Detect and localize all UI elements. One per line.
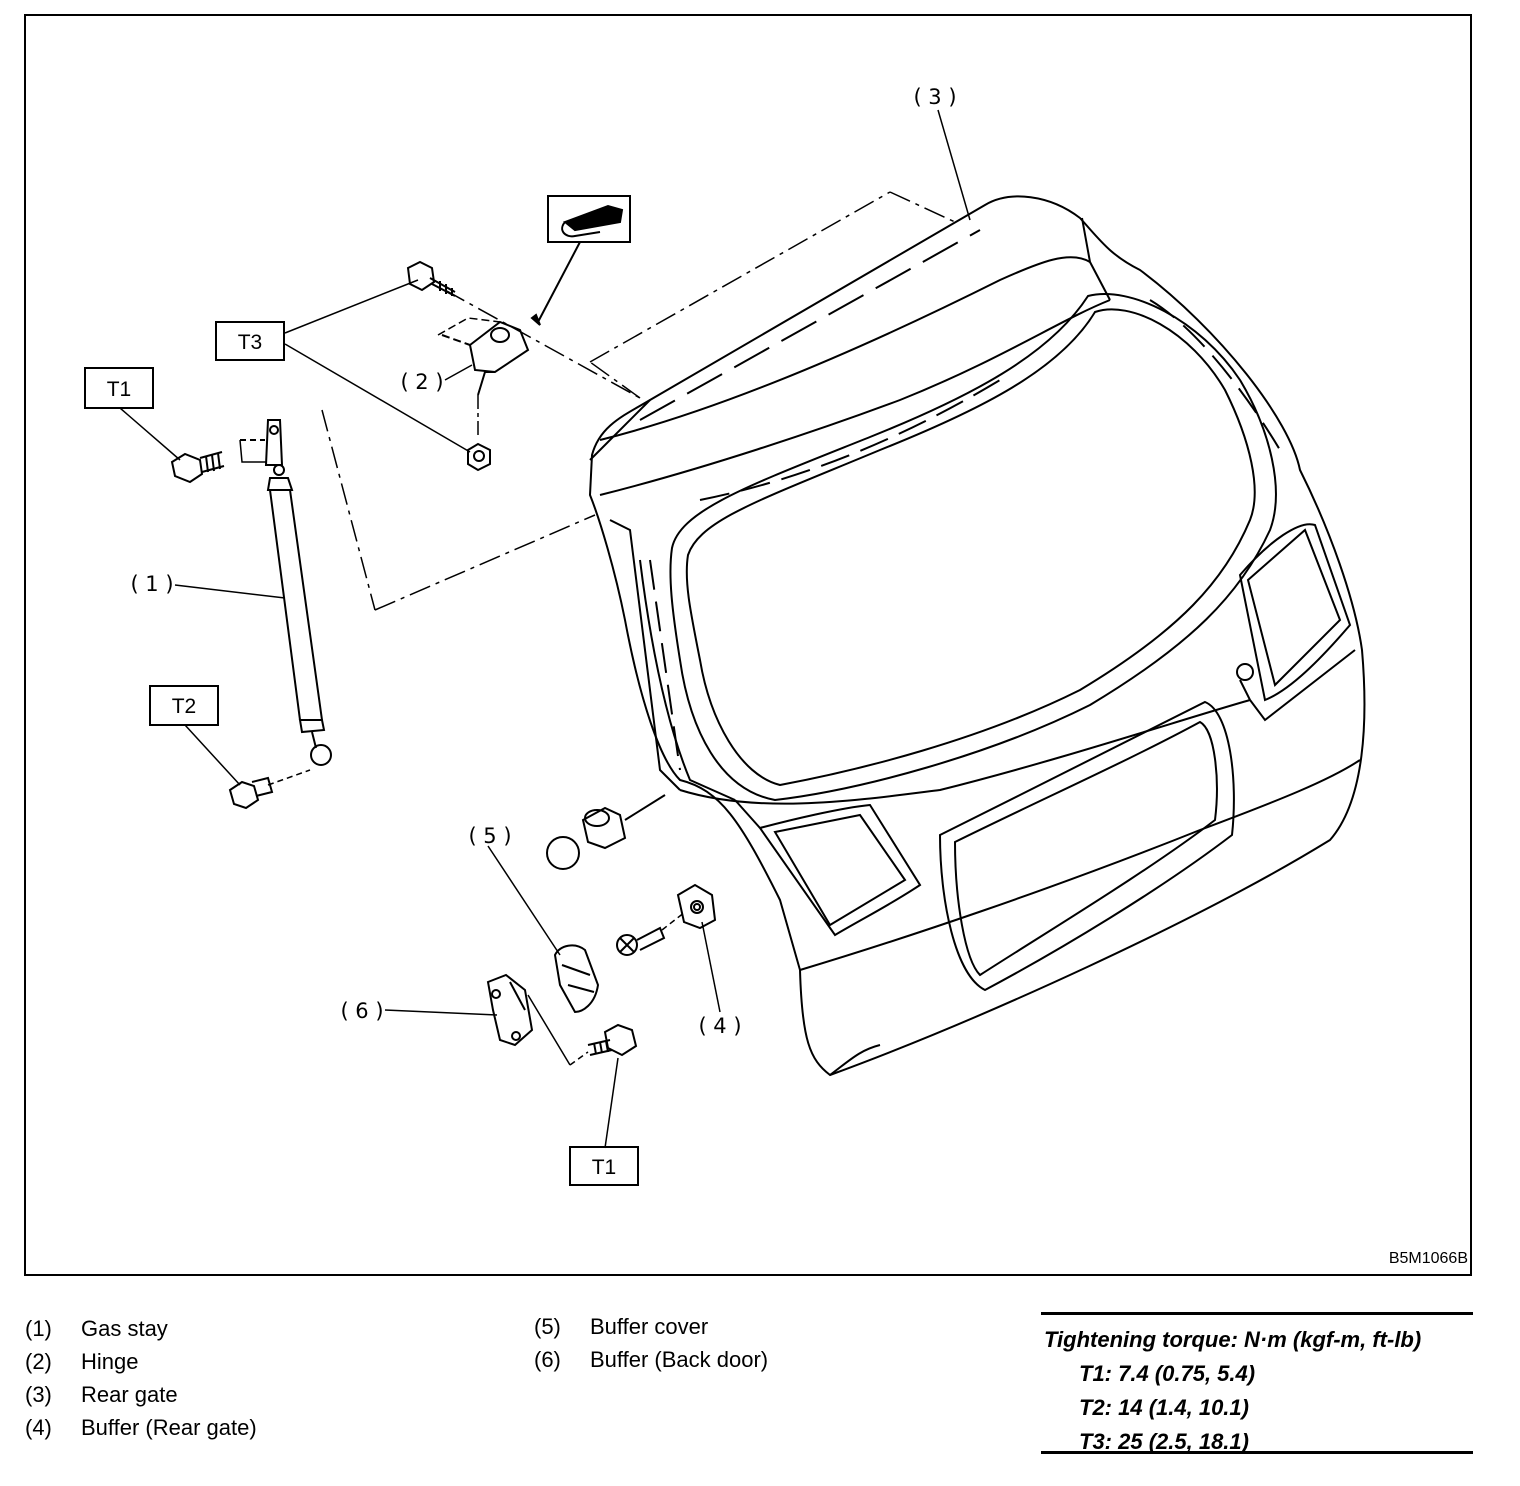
torque-row-t3: T3: 25 (2.5, 18.1) [1079,1429,1249,1454]
parts-legend-left: (1)Gas stay (2)Hinge (3)Rear gate (4)Buf… [25,1312,257,1444]
torque-label-t2: T2 [149,685,219,726]
rear-gate [588,195,1366,1077]
callout-5: ( 5 ) [468,824,511,848]
diagram-frame [24,14,1472,1276]
legend-item: (3)Rear gate [25,1382,178,1407]
leader-lines [119,109,971,1149]
bumper-stopper [546,794,666,870]
diagram-code: B5M1066B [1389,1250,1468,1267]
gas-stay [170,419,332,810]
tightening-torque-table: Tightening torque: N·m (kgf-m, ft-lb) T1… [1041,1312,1473,1454]
torque-label-t1-lower: T1 [569,1146,639,1186]
torque-row-t1: T1: 7.4 (0.75, 5.4) [1079,1361,1256,1386]
buffer-rear-gate [616,883,717,956]
callout-1: ( 1 ) [130,572,173,596]
legend-item: (2)Hinge [25,1349,139,1374]
legend-item: (5)Buffer cover [534,1314,709,1339]
callout-2: ( 2 ) [400,370,443,394]
parts-legend-right: (5)Buffer cover (6)Buffer (Back door) [534,1310,768,1376]
callout-4: ( 4 ) [698,1014,741,1038]
legend-item: (1)Gas stay [25,1316,168,1341]
torque-label-t1-upper: T1 [84,367,154,409]
buffer-back-door [486,973,638,1066]
exploded-view-diagram: T1 T3 T2 T1 ( 3 ) ( 1 ) ( 2 ) ( 5 ) ( 6 … [24,14,1472,1276]
hinge-assembly [406,260,530,472]
reference-lines [321,191,956,611]
callout-6: ( 6 ) [340,999,383,1023]
t3-text: T3 [238,331,263,354]
t1-upper-text: T1 [107,378,132,401]
torque-row-t2: T2: 14 (1.4, 10.1) [1079,1395,1249,1420]
t1-lower-text: T1 [592,1156,617,1179]
buffer-cover [553,944,600,1014]
t2-text: T2 [172,695,197,718]
torque-label-t3: T3 [215,321,285,361]
torque-title: Tightening torque: N·m (kgf-m, ft-lb) [1044,1327,1422,1352]
legend-item: (4)Buffer (Rear gate) [25,1415,257,1440]
legend-item: (6)Buffer (Back door) [534,1347,769,1372]
grease-icon [530,195,631,326]
callout-3: ( 3 ) [913,85,956,109]
